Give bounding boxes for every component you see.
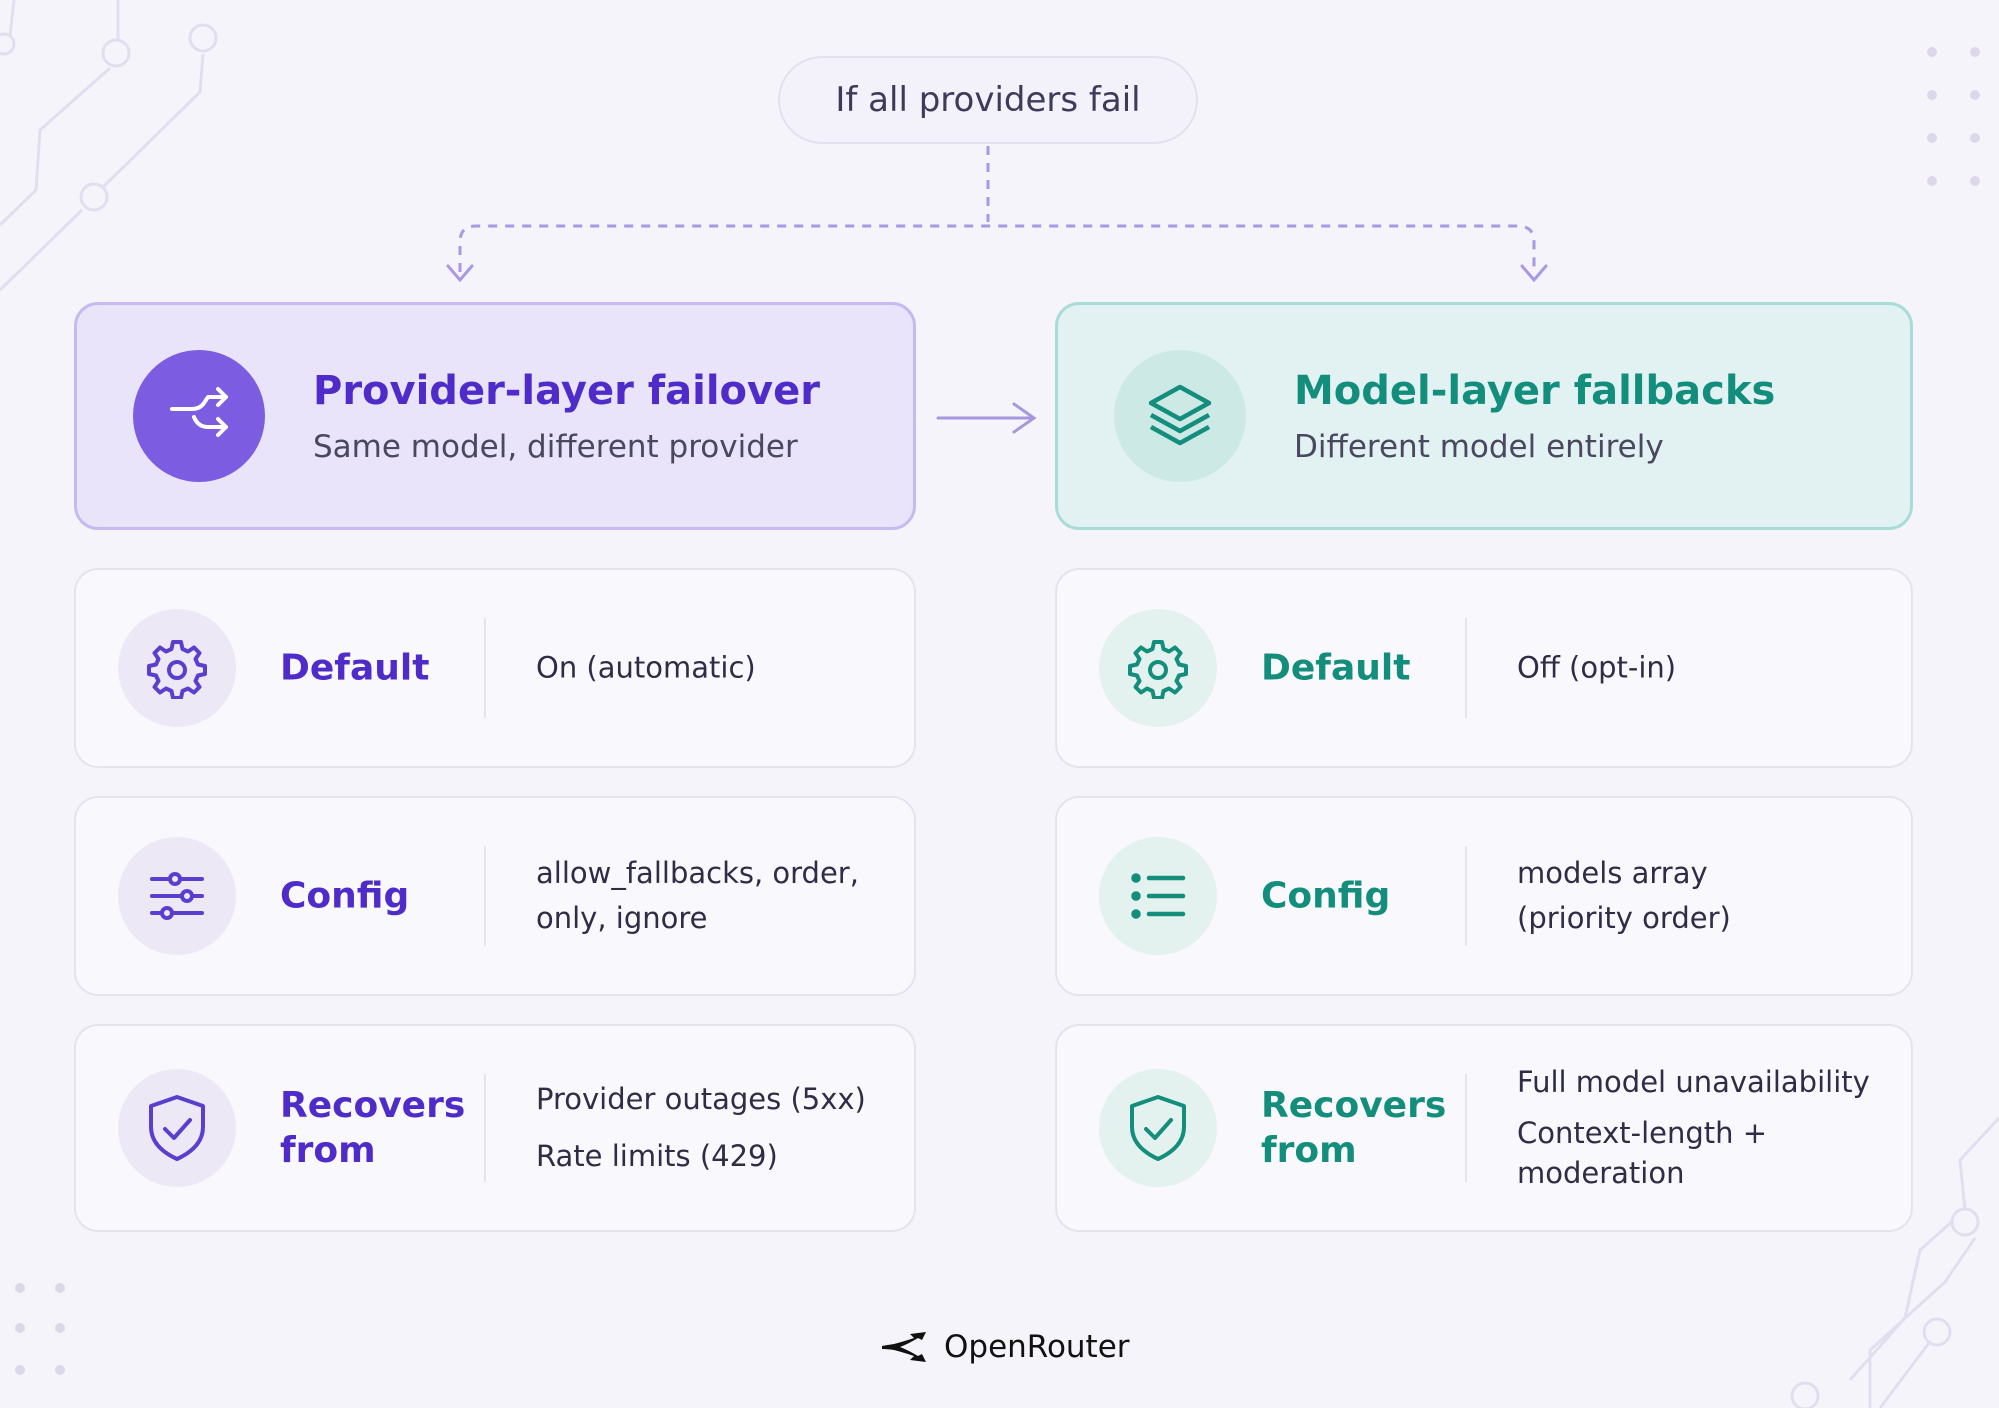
brand-footer: OpenRouter bbox=[880, 1322, 1130, 1372]
value-line-part: Context-length + bbox=[1517, 1115, 1768, 1150]
row-divider bbox=[1465, 846, 1467, 946]
value-line: (priority order) bbox=[1517, 901, 1731, 935]
list-icon bbox=[1099, 837, 1217, 955]
provider-default-row: Default On (automatic) bbox=[74, 568, 916, 768]
value-line: Full model unavailability bbox=[1517, 1065, 1870, 1100]
provider-config-row: Config allow_fallbacks, order, only, ign… bbox=[74, 796, 916, 996]
model-config-value: models array (priority order) bbox=[1517, 851, 1881, 941]
model-header-card: Model-layer fallbacks Different model en… bbox=[1055, 302, 1913, 530]
model-default-label: Default bbox=[1261, 647, 1411, 689]
value-line: allow_fallbacks, order, bbox=[536, 856, 859, 891]
provider-config-value: allow_fallbacks, order, only, ignore bbox=[536, 851, 884, 941]
sliders-icon bbox=[118, 837, 236, 955]
row-divider bbox=[1465, 618, 1467, 718]
model-subtitle: Different model entirely bbox=[1294, 429, 1664, 465]
row-divider bbox=[484, 1074, 486, 1182]
provider-subtitle: Same model, different provider bbox=[313, 429, 798, 465]
value-line: On (automatic) bbox=[536, 650, 756, 685]
value-line: Provider outages (5xx) bbox=[536, 1082, 866, 1117]
openrouter-logo-icon bbox=[882, 1332, 926, 1362]
gear-icon bbox=[118, 609, 236, 727]
model-config-row: Config models array (priority order) bbox=[1055, 796, 1913, 996]
layers-icon bbox=[1114, 350, 1246, 482]
model-default-value: Off (opt-in) bbox=[1517, 646, 1881, 691]
brand-name: OpenRouter bbox=[944, 1329, 1130, 1365]
provider-recovers-value: Provider outages (5xx) Rate limits (429) bbox=[536, 1077, 884, 1179]
model-title: Model-layer fallbacks bbox=[1294, 368, 1776, 414]
value-line-part: moderation bbox=[1517, 1156, 1685, 1191]
row-divider bbox=[484, 618, 486, 718]
shield-check-icon bbox=[118, 1069, 236, 1187]
row-divider bbox=[484, 846, 486, 946]
value-line: Context-length + moderation bbox=[1517, 1113, 1881, 1194]
value-line: Off (opt-in) bbox=[1517, 650, 1677, 685]
value-line: models array bbox=[1517, 856, 1708, 891]
value-line: only, ignore bbox=[536, 901, 708, 935]
provider-default-value: On (automatic) bbox=[536, 646, 884, 691]
shuffle-arrows-icon bbox=[133, 350, 265, 482]
model-recovers-value: Full model unavailability Context-length… bbox=[1517, 1062, 1881, 1194]
shield-check-icon bbox=[1099, 1069, 1217, 1187]
provider-default-label: Default bbox=[280, 647, 430, 689]
gear-icon bbox=[1099, 609, 1217, 727]
model-default-row: Default Off (opt-in) bbox=[1055, 568, 1913, 768]
provider-header-card: Provider-layer failover Same model, diff… bbox=[74, 302, 916, 530]
provider-config-label: Config bbox=[280, 875, 410, 917]
provider-title: Provider-layer failover bbox=[313, 368, 820, 414]
top-condition-label: If all providers fail bbox=[835, 80, 1141, 120]
row-divider bbox=[1465, 1074, 1467, 1182]
top-condition-pill: If all providers fail bbox=[778, 56, 1198, 144]
value-line: Rate limits (429) bbox=[536, 1139, 778, 1173]
model-config-label: Config bbox=[1261, 875, 1391, 917]
